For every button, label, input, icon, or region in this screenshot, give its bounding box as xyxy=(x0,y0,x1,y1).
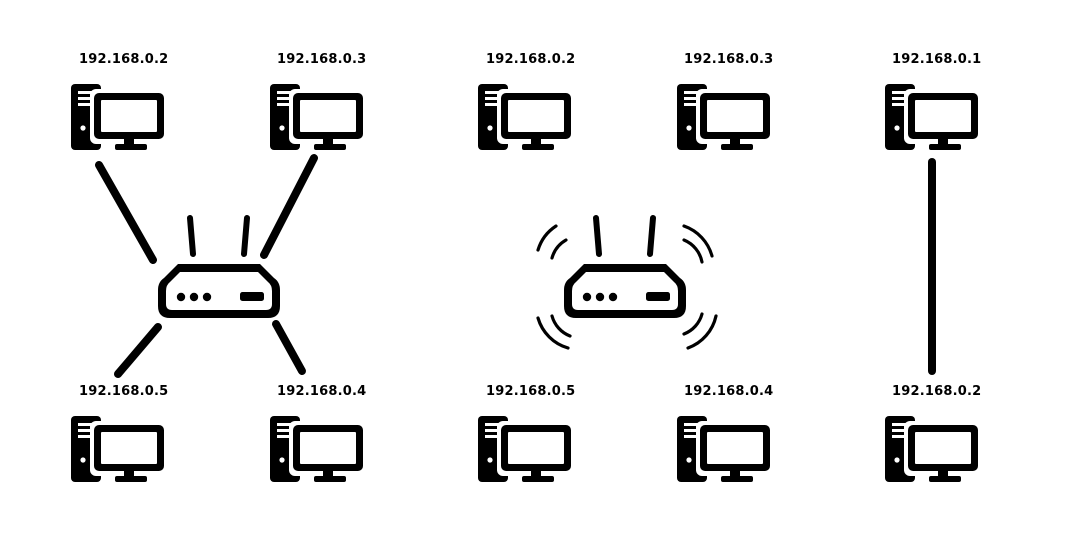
ip-address-label: 192.168.0.2 xyxy=(892,384,981,399)
connection-line xyxy=(260,154,318,259)
desktop-computer-icon xyxy=(478,416,574,482)
desktop-computer-icon xyxy=(270,84,366,150)
ip-address-label: 192.168.0.3 xyxy=(684,52,773,67)
desktop-computer-icon xyxy=(478,84,574,150)
computer-node: 192.168.0.4 xyxy=(677,384,773,482)
wireless-network-diagram: 192.168.0.2 192.168.0.3 192.168.0.5 192.… xyxy=(478,52,773,482)
computer-node: 192.168.0.5 xyxy=(478,384,575,482)
computer-node: 192.168.0.3 xyxy=(270,52,366,150)
desktop-computer-icon xyxy=(885,416,981,482)
ip-address-label: 192.168.0.1 xyxy=(892,52,981,67)
desktop-computer-icon xyxy=(270,416,366,482)
ip-address-label: 192.168.0.5 xyxy=(486,384,575,399)
computer-node: 192.168.0.3 xyxy=(677,52,773,150)
wired-network-diagram: 192.168.0.2 192.168.0.3 192.168.0.5 192.… xyxy=(71,52,366,482)
wireless-signal-icon xyxy=(536,224,718,350)
computer-node: 192.168.0.4 xyxy=(270,384,366,482)
connection-line xyxy=(114,323,162,378)
connection-line xyxy=(272,320,306,375)
ip-address-label: 192.168.0.2 xyxy=(486,52,575,67)
direct-connection-diagram: 192.168.0.1 192.168.0.2 xyxy=(885,52,981,482)
desktop-computer-icon xyxy=(71,84,167,150)
ip-address-label: 192.168.0.5 xyxy=(79,384,168,399)
computer-node: 192.168.0.2 xyxy=(885,384,981,482)
connection-line xyxy=(95,161,157,264)
ip-address-label: 192.168.0.4 xyxy=(277,384,366,399)
computer-node: 192.168.0.2 xyxy=(71,52,168,150)
desktop-computer-icon xyxy=(677,416,773,482)
desktop-computer-icon xyxy=(885,84,981,150)
ip-address-label: 192.168.0.4 xyxy=(684,384,773,399)
computer-node: 192.168.0.5 xyxy=(71,384,168,482)
router-icon xyxy=(564,218,686,318)
router-icon xyxy=(158,218,280,318)
computer-node: 192.168.0.2 xyxy=(478,52,575,150)
computer-node: 192.168.0.1 xyxy=(885,52,981,150)
desktop-computer-icon xyxy=(71,416,167,482)
ip-address-label: 192.168.0.2 xyxy=(79,52,168,67)
ip-address-label: 192.168.0.3 xyxy=(277,52,366,67)
desktop-computer-icon xyxy=(677,84,773,150)
